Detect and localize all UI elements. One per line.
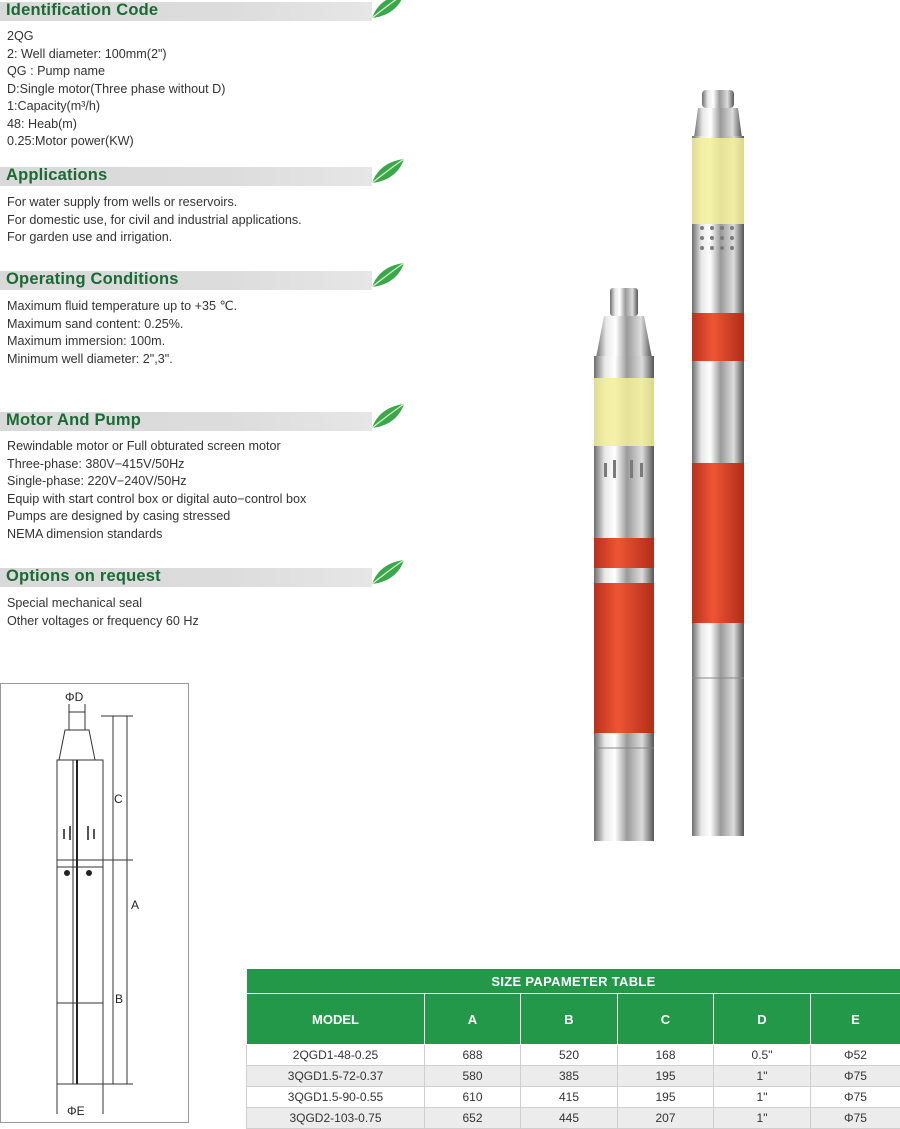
motor-and-pump-text: Rewindable motor or Full obturated scree… <box>7 438 306 543</box>
table-cell: 652 <box>425 1108 521 1129</box>
column-header: B <box>521 994 618 1045</box>
section-header-operating-conditions: Operating Conditions <box>0 271 372 290</box>
text-line: Rewindable motor or Full obturated scree… <box>7 438 306 456</box>
table-cell: 207 <box>618 1108 714 1129</box>
table-cell: Φ75 <box>811 1066 900 1087</box>
dimension-diagram: ΦD C A B ΦE <box>0 683 189 1123</box>
text-line: NEMA dimension standards <box>7 526 306 544</box>
text-line: Equip with start control box or digital … <box>7 491 306 509</box>
table-cell: Φ75 <box>811 1108 900 1129</box>
table-cell: 688 <box>425 1045 521 1066</box>
table-cell: 415 <box>521 1087 618 1108</box>
text-line: Other voltages or frequency 60 Hz <box>7 613 199 631</box>
column-header: MODEL <box>247 994 425 1045</box>
table-caption: SIZE PAPAMETER TABLE <box>247 969 900 994</box>
column-header: C <box>618 994 714 1045</box>
table-cell: 195 <box>618 1087 714 1108</box>
table-row: 3QGD2-103-0.75 652 445 207 1" Φ75 <box>247 1108 900 1129</box>
section-title: Identification Code <box>6 1 158 20</box>
text-line: 2QG <box>7 28 225 46</box>
table-cell: 3QGD1.5-90-0.55 <box>247 1087 425 1108</box>
section-title: Motor And Pump <box>6 411 141 430</box>
table-cell: 1" <box>714 1087 811 1108</box>
applications-text: For water supply from wells or reservoir… <box>7 194 302 247</box>
table-cell: 168 <box>618 1045 714 1066</box>
table-cell: 610 <box>425 1087 521 1108</box>
section-title: Options on request <box>6 567 161 586</box>
table-cell: 0.5" <box>714 1045 811 1066</box>
table-cell: 195 <box>618 1066 714 1087</box>
text-line: 2: Well diameter: 100mm(2") <box>7 46 225 64</box>
dim-label-d: ΦD <box>65 690 83 704</box>
table-cell: 385 <box>521 1066 618 1087</box>
text-line: For garden use and irrigation. <box>7 229 302 247</box>
options-text: Special mechanical seal Other voltages o… <box>7 595 199 630</box>
table-cell: 3QGD2-103-0.75 <box>247 1108 425 1129</box>
table-cell: 520 <box>521 1045 618 1066</box>
operating-conditions-text: Maximum fluid temperature up to +35 ℃. M… <box>7 298 237 368</box>
text-line: 1:Capacity(m³/h) <box>7 98 225 116</box>
table-cell: 2QGD1-48-0.25 <box>247 1045 425 1066</box>
column-header: E <box>811 994 900 1045</box>
table-cell: 580 <box>425 1066 521 1087</box>
text-line: 0.25:Motor power(KW) <box>7 133 225 151</box>
section-header-motor-and-pump: Motor And Pump <box>0 412 372 431</box>
table-row: 3QGD1.5-72-0.37 580 385 195 1" Φ75 <box>247 1066 900 1087</box>
text-line: D:Single motor(Three phase without D) <box>7 81 225 99</box>
text-line: Special mechanical seal <box>7 595 199 613</box>
table-cell: Φ52 <box>811 1045 900 1066</box>
pump-product-photo <box>580 88 760 848</box>
text-line: Maximum immersion: 100m. <box>7 333 237 351</box>
tall-pump <box>692 90 744 836</box>
column-header: D <box>714 994 811 1045</box>
size-parameter-table: SIZE PAPAMETER TABLE MODEL A B C D E 2QG… <box>246 968 900 1129</box>
leaf-icon <box>370 157 406 185</box>
text-line: QG : Pump name <box>7 63 225 81</box>
section-title: Applications <box>6 166 107 185</box>
dim-label-b: B <box>115 992 123 1006</box>
section-header-identification: Identification Code <box>0 2 372 21</box>
section-header-options: Options on request <box>0 568 372 587</box>
text-line: 48: Heab(m) <box>7 116 225 134</box>
leaf-icon <box>370 261 406 289</box>
short-pump <box>594 288 654 841</box>
leaf-icon <box>370 558 406 586</box>
dim-label-c: C <box>114 792 123 806</box>
table-row: 2QGD1-48-0.25 688 520 168 0.5" Φ52 <box>247 1045 900 1066</box>
text-line: Maximum sand content: 0.25%. <box>7 316 237 334</box>
table-cell: 1" <box>714 1066 811 1087</box>
table-cell: 3QGD1.5-72-0.37 <box>247 1066 425 1087</box>
text-line: Three-phase: 380V−415V/50Hz <box>7 456 306 474</box>
text-line: Single-phase: 220V−240V/50Hz <box>7 473 306 491</box>
table-cell: 1" <box>714 1108 811 1129</box>
table-cell: 445 <box>521 1108 618 1129</box>
text-line: For water supply from wells or reservoir… <box>7 194 302 212</box>
text-line: For domestic use, for civil and industri… <box>7 212 302 230</box>
dim-label-a: A <box>131 898 139 912</box>
leaf-icon <box>370 0 406 20</box>
text-line: Maximum fluid temperature up to +35 ℃. <box>7 298 237 316</box>
leaf-icon <box>370 402 406 430</box>
column-header: A <box>425 994 521 1045</box>
section-header-applications: Applications <box>0 167 372 186</box>
pump-outline-drawing <box>1 684 190 1124</box>
table-row: 3QGD1.5-90-0.55 610 415 195 1" Φ75 <box>247 1087 900 1108</box>
text-line: Minimum well diameter: 2",3". <box>7 351 237 369</box>
section-title: Operating Conditions <box>6 270 179 289</box>
text-line: Pumps are designed by casing stressed <box>7 508 306 526</box>
identification-text: 2QG 2: Well diameter: 100mm(2") QG : Pum… <box>7 28 225 151</box>
table-cell: Φ75 <box>811 1087 900 1108</box>
dim-label-e: ΦE <box>67 1104 85 1118</box>
